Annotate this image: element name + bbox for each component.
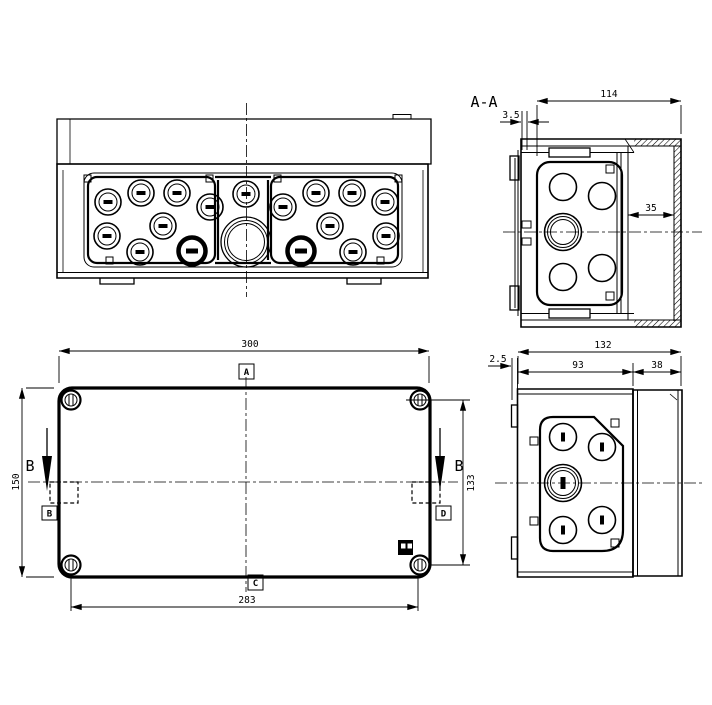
section-view: A-A 114 3.5 35 — [470, 89, 702, 328]
svg-text:133: 133 — [466, 474, 477, 491]
section-arrow-left: B — [25, 428, 52, 491]
svg-text:A: A — [244, 368, 250, 378]
hidden-side-knockout — [49, 481, 79, 504]
front-foot-left — [99, 278, 135, 285]
wall-tab — [510, 536, 519, 560]
dimension-inner-depth: 35 — [628, 203, 674, 219]
knockout — [302, 179, 330, 207]
marker-box-top: A — [238, 363, 255, 380]
side-cover-outline — [632, 389, 683, 577]
front-top-tab — [392, 114, 412, 119]
dimension-overall-width: 114 — [536, 89, 682, 156]
corner-screw-icon — [60, 554, 82, 576]
side-view: 132 2.5 93 38 — [488, 340, 702, 578]
knockout — [372, 222, 400, 250]
knockout — [338, 179, 366, 207]
svg-text:300: 300 — [241, 339, 258, 350]
hatch-region — [674, 146, 681, 321]
svg-text:2.5: 2.5 — [489, 354, 506, 365]
wall-tab — [509, 285, 520, 311]
dimension-screw-spacing-h: 283 — [70, 576, 419, 611]
knockout — [548, 422, 578, 452]
knockout — [94, 188, 122, 216]
knockout — [93, 222, 121, 250]
marker-box-right: D — [435, 505, 452, 521]
lid-clip — [548, 308, 591, 319]
hidden-side-knockout — [411, 481, 441, 504]
knockout — [587, 181, 617, 211]
svg-text:150: 150 — [11, 473, 22, 490]
knockout — [126, 238, 154, 266]
knockout — [548, 262, 578, 292]
side-body-outline — [516, 388, 634, 578]
knockout-plate-right — [269, 175, 400, 265]
wall-tab — [510, 404, 519, 428]
knockout — [339, 238, 367, 266]
membrane-symbol — [398, 540, 413, 555]
knockout — [587, 505, 617, 535]
section-arrow-icon — [435, 456, 445, 491]
svg-text:93: 93 — [572, 360, 583, 371]
svg-text:B: B — [25, 457, 34, 475]
front-view — [56, 103, 432, 297]
svg-text:B: B — [454, 457, 463, 475]
knockout — [548, 515, 578, 545]
front-foot-right — [346, 278, 382, 285]
dimension-outer-width: 300 — [58, 339, 430, 383]
dimension-screw-spacing-v: 133 — [406, 399, 477, 566]
lid-clip — [548, 147, 591, 158]
knockout — [587, 432, 617, 462]
center-gland-ring — [220, 216, 272, 268]
plan-body-outline — [57, 386, 432, 579]
svg-text:38: 38 — [651, 360, 663, 371]
knockout — [371, 188, 399, 216]
knockout — [232, 180, 260, 208]
knockout-large — [179, 238, 206, 265]
svg-text:283: 283 — [238, 595, 255, 606]
dimension-outer-height: 150 — [11, 387, 54, 578]
knockout-plate-left — [86, 175, 217, 265]
svg-text:D: D — [441, 510, 447, 520]
section-arrow-right: B — [435, 428, 464, 491]
marker-box-bottom: C — [247, 574, 264, 591]
front-lid-outline — [56, 118, 432, 165]
section-title: A-A — [470, 93, 497, 111]
knockout — [149, 212, 177, 240]
plan-view: 300 A B B B D C 283 — [11, 339, 477, 611]
svg-text:3.5: 3.5 — [502, 110, 519, 121]
svg-text:35: 35 — [645, 203, 656, 214]
knockout-large — [288, 238, 315, 265]
side-knockout-plate — [538, 415, 625, 553]
knockout — [163, 179, 191, 207]
hatch-region — [634, 139, 681, 146]
svg-text:B: B — [47, 510, 53, 520]
svg-text:132: 132 — [594, 340, 611, 351]
svg-text:114: 114 — [600, 89, 617, 100]
knockout — [196, 193, 224, 221]
knockout — [127, 179, 155, 207]
dimension-cover-depth: 38 — [633, 360, 681, 376]
wall-tab — [509, 155, 520, 181]
hatch-region — [634, 320, 681, 327]
marker-box-left: B — [41, 505, 58, 521]
corner-screw-icon — [60, 389, 82, 411]
knockout — [316, 212, 344, 240]
dimension-flange-offset: 3.5 — [500, 110, 549, 150]
dimension-tab-offset: 2.5 — [488, 354, 518, 400]
section-knockout-plate — [535, 160, 624, 307]
knockout — [269, 193, 297, 221]
svg-text:C: C — [253, 579, 258, 589]
section-arrow-icon — [42, 456, 52, 491]
knockout — [548, 172, 578, 202]
corner-screw-icon — [409, 554, 431, 576]
dimension-base-depth: 93 — [518, 360, 634, 386]
front-body-outline — [56, 163, 429, 279]
knockout — [587, 253, 617, 283]
